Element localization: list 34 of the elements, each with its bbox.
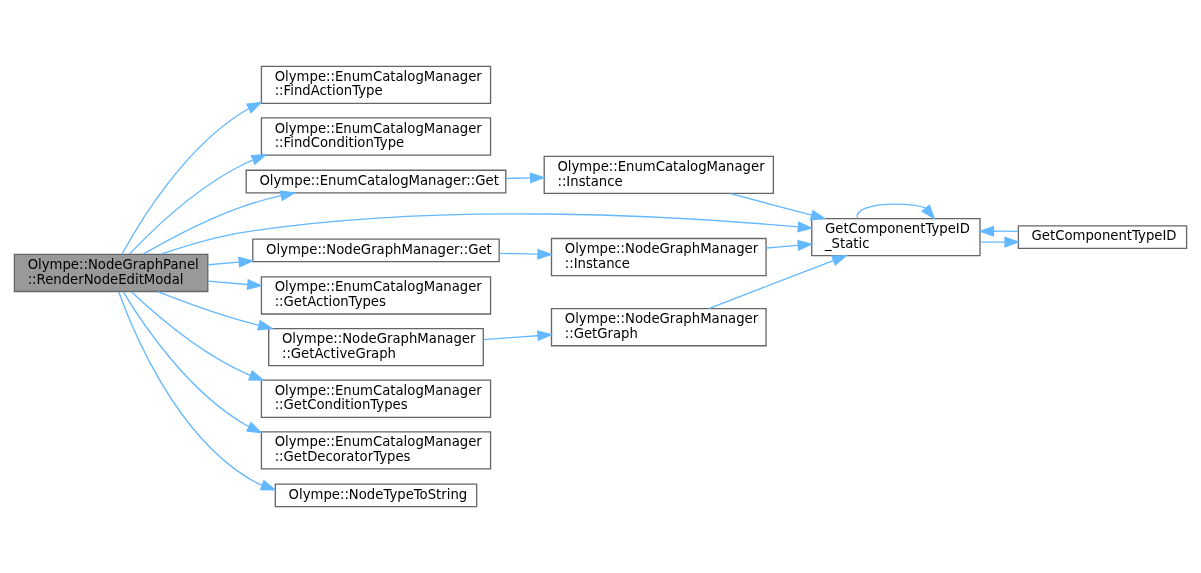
node-box: Olympe::NodeGraphPanel ::RenderNodeEditModal bbox=[13, 253, 209, 293]
arrow bbox=[207, 256, 255, 268]
arrow bbox=[157, 290, 274, 331]
node-box: Olympe::EnumCatalogManager ::GetActionTypes bbox=[260, 276, 492, 315]
node-box: Olympe::EnumCatalogManager ::Instance bbox=[543, 155, 774, 195]
arrow bbox=[505, 172, 546, 184]
arrow bbox=[978, 225, 1019, 237]
arrow bbox=[856, 203, 936, 220]
arrow bbox=[979, 236, 1021, 248]
node-box: Olympe::EnumCatalogManager ::GetDecoratorTypes bbox=[260, 431, 492, 470]
arrow bbox=[142, 190, 297, 255]
node-box: Olympe::NodeTypeToString bbox=[274, 483, 478, 508]
arrow bbox=[765, 239, 814, 251]
node-box: Olympe::EnumCatalogManager ::GetConditionTypes bbox=[260, 379, 492, 418]
arrow bbox=[708, 255, 848, 310]
arrow bbox=[729, 192, 827, 221]
node-box: Olympe::NodeGraphManager ::GetActiveGraph bbox=[268, 327, 484, 367]
arrow bbox=[128, 154, 268, 255]
node-box: Olympe::NodeGraphManager::Get bbox=[252, 238, 500, 263]
arrow bbox=[160, 213, 814, 255]
arrow bbox=[498, 248, 554, 260]
node-box: GetComponentTypeID bbox=[1017, 225, 1188, 250]
arrow bbox=[118, 291, 277, 491]
node-box: Olympe::EnumCatalogManager ::FindActionType bbox=[260, 65, 492, 105]
node-box: GetComponentTypeID _Static bbox=[811, 217, 981, 257]
node-box: Olympe::NodeGraphManager ::Instance bbox=[550, 237, 767, 277]
node-box: Olympe::NodeGraphManager ::GetGraph bbox=[550, 308, 767, 347]
arrow bbox=[130, 291, 265, 381]
arrow bbox=[121, 101, 263, 255]
arrow bbox=[482, 330, 554, 342]
node-box: Olympe::EnumCatalogManager ::FindConditionType bbox=[260, 117, 492, 156]
arrow bbox=[207, 278, 264, 291]
node-box: Olympe::EnumCatalogManager::Get bbox=[245, 169, 507, 194]
arrow bbox=[122, 291, 263, 434]
